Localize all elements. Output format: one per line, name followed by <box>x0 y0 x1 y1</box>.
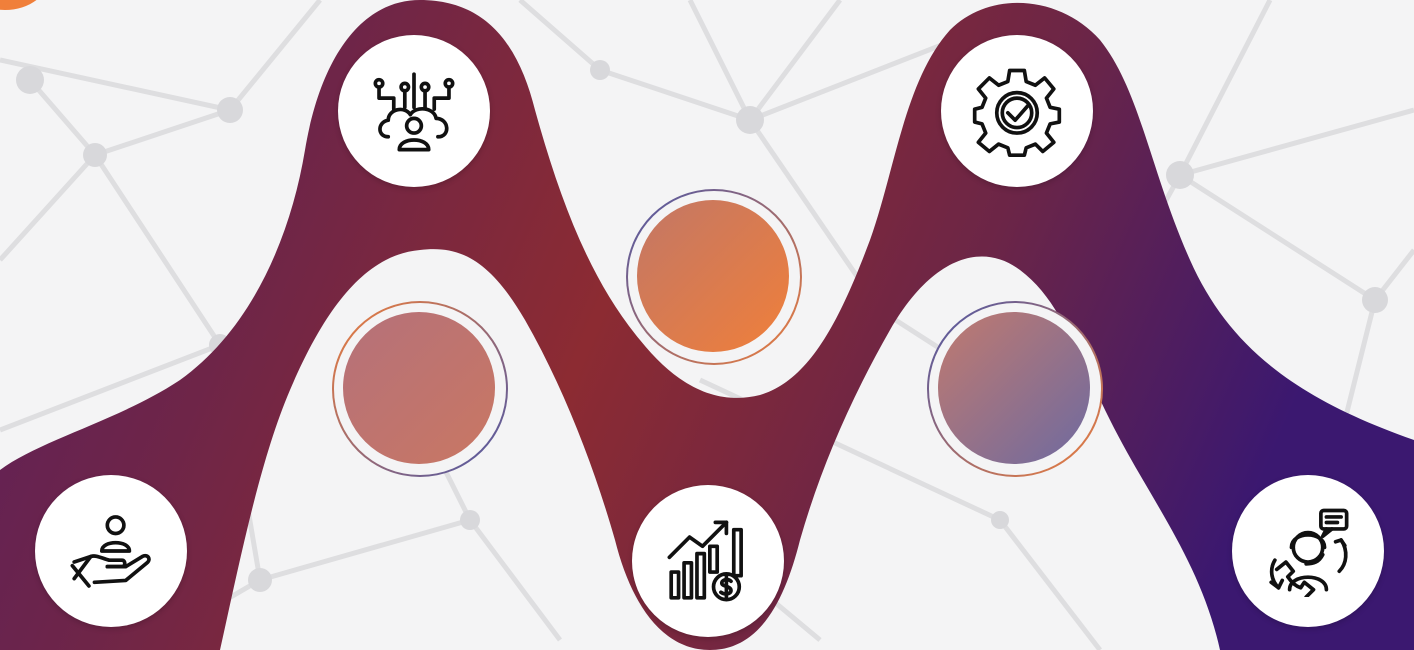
gear-checkmark-icon <box>972 68 1062 157</box>
orb-right <box>938 312 1090 464</box>
hand-holding-user-icon <box>70 515 151 588</box>
cloud-network-user-icon <box>373 72 455 152</box>
node-gear-check <box>941 35 1093 187</box>
corner-accent <box>0 0 50 10</box>
orb-left <box>343 312 495 464</box>
customer-support-icon <box>1269 508 1349 597</box>
node-support <box>1232 475 1384 627</box>
growth-chart-dollar-icon <box>667 520 743 602</box>
node-cloud-network <box>338 35 490 187</box>
node-growth <box>632 485 784 637</box>
orb-center <box>637 200 789 352</box>
node-hand-user <box>35 475 187 627</box>
